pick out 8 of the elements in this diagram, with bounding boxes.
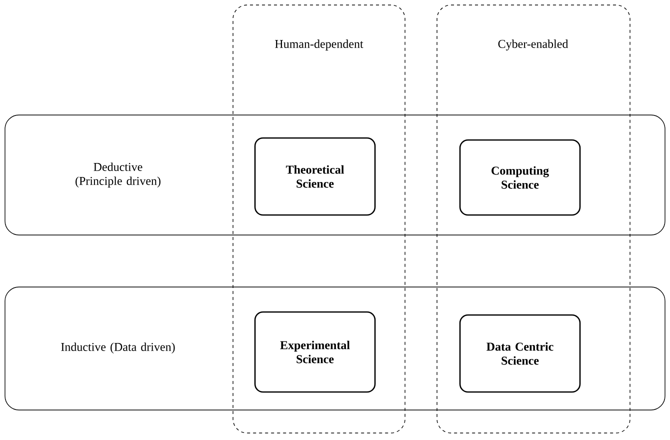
row-heading: Deductive (Principle driven)	[76, 162, 160, 188]
row-heading: Inductive (Data driven)	[61, 342, 175, 354]
science-box: Theoretical Science	[254, 137, 376, 216]
science-box: Experimental Science	[254, 311, 376, 393]
science-box: Computing Science	[459, 139, 581, 216]
column-heading: Cyber-enabled	[498, 40, 568, 50]
column-heading: Human-dependent	[275, 40, 364, 50]
science-box: Data Centric Science	[459, 314, 581, 393]
